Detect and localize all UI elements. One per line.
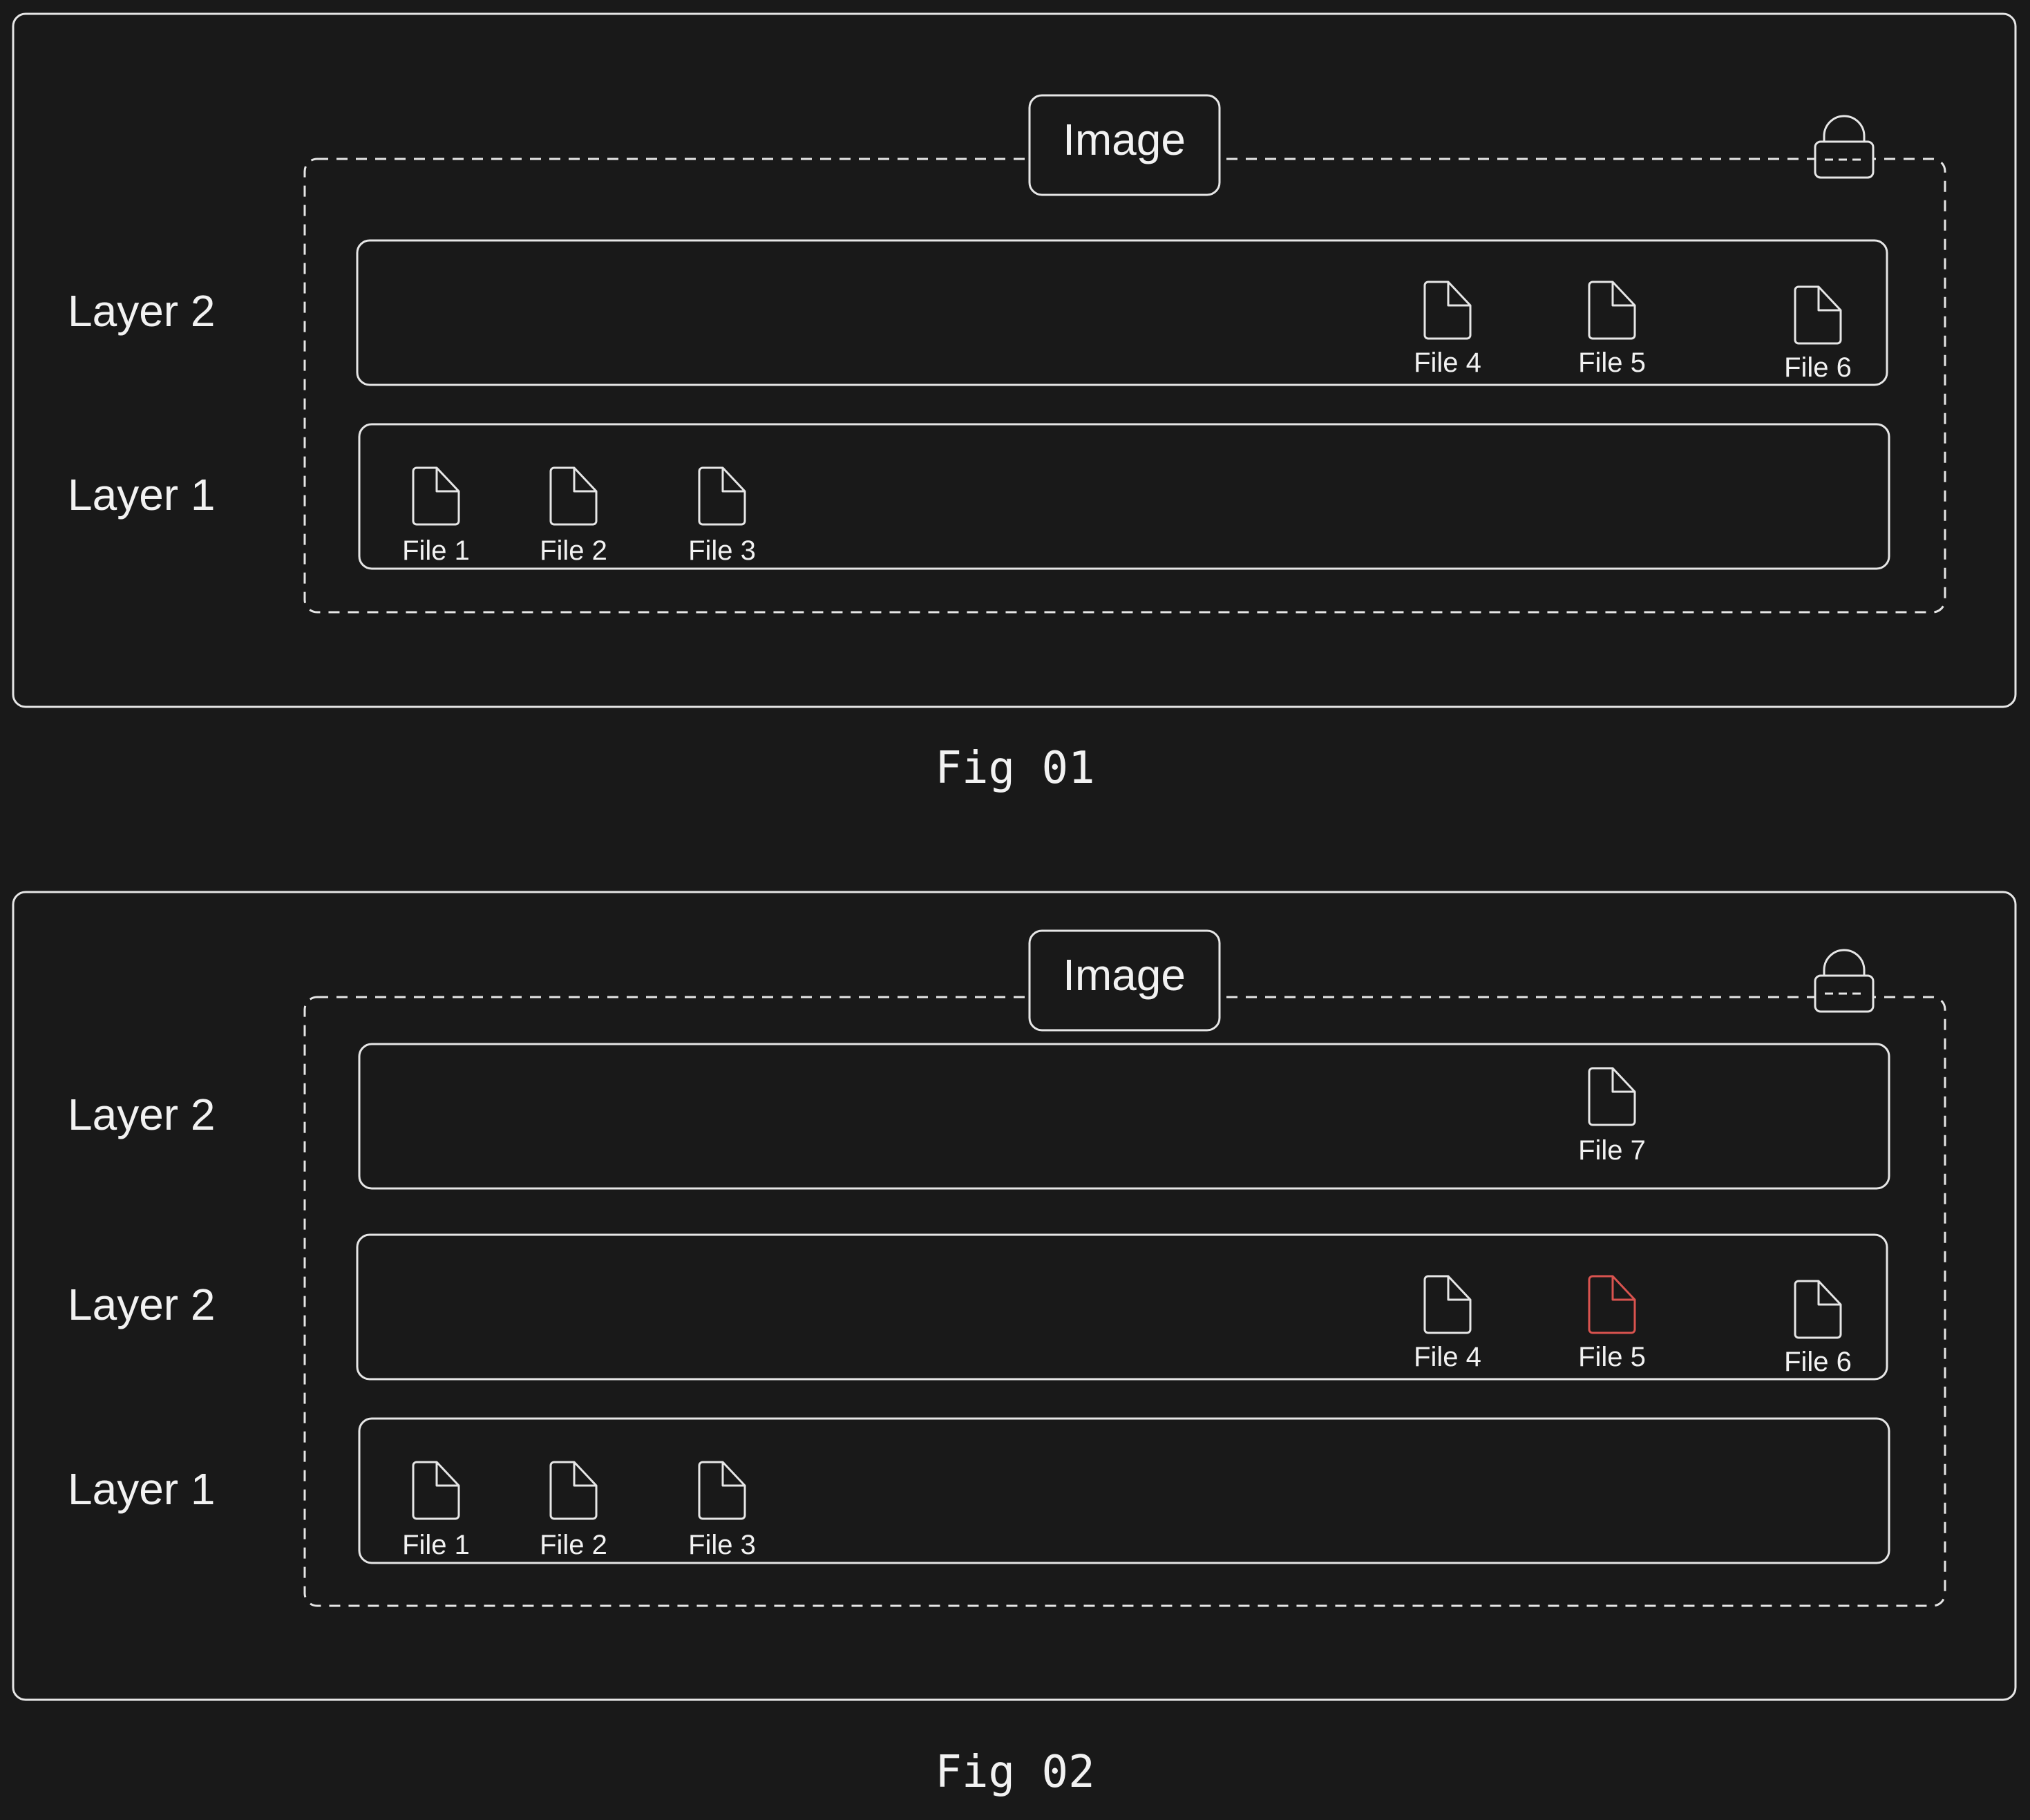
layer-box xyxy=(356,1233,1888,1381)
file-icon xyxy=(698,1461,746,1520)
file-item[interactable]: File 4 xyxy=(1414,281,1481,378)
layer-label: Layer 1 xyxy=(68,470,215,520)
layer-box xyxy=(358,1417,1890,1564)
file-label: File 5 xyxy=(1578,348,1646,378)
file-item-highlighted[interactable]: File 5 xyxy=(1578,1275,1646,1372)
file-label: File 4 xyxy=(1414,348,1481,378)
file-label: File 3 xyxy=(688,535,756,566)
file-item[interactable]: File 2 xyxy=(540,466,607,566)
figure-1: Image Layer 2 Layer 1 File 4 File 5 File… xyxy=(12,12,2017,794)
file-icon xyxy=(549,1461,598,1520)
file-icon xyxy=(1588,1067,1636,1126)
file-icon xyxy=(1423,1275,1472,1334)
image-label-background xyxy=(1028,94,1221,196)
file-label: File 1 xyxy=(402,1530,470,1560)
file-label: File 7 xyxy=(1578,1135,1646,1166)
layer-box xyxy=(358,423,1890,570)
file-label: File 4 xyxy=(1414,1342,1481,1372)
file-label: File 2 xyxy=(540,1530,607,1560)
figure-2: Image Layer 2 Layer 2 Layer 1 File 7 Fil… xyxy=(12,891,2017,1798)
figure-caption: Fig 01 xyxy=(935,743,1094,794)
file-item[interactable]: File 7 xyxy=(1578,1067,1646,1166)
file-label: File 2 xyxy=(540,535,607,566)
figure-caption: Fig 02 xyxy=(935,1747,1094,1798)
layer-box xyxy=(356,239,1888,386)
file-icon xyxy=(1794,285,1842,345)
file-item[interactable]: File 1 xyxy=(402,1461,470,1560)
file-icon xyxy=(549,466,598,526)
file-icon xyxy=(698,466,746,526)
figure-2-frame xyxy=(12,891,2017,1701)
image-label: Image xyxy=(1063,115,1186,164)
image-container-outline xyxy=(303,996,1946,1607)
layer-label: Layer 1 xyxy=(68,1464,215,1514)
file-label: File 5 xyxy=(1578,1342,1646,1372)
file-icon xyxy=(1794,1280,1842,1339)
file-icon xyxy=(1423,281,1472,340)
image-label: Image xyxy=(1063,950,1186,1000)
file-icon xyxy=(1588,281,1636,340)
file-label: File 3 xyxy=(688,1530,756,1560)
image-container-outline xyxy=(303,158,1946,614)
file-icon xyxy=(412,466,460,526)
file-item[interactable]: File 3 xyxy=(688,466,756,566)
image-label-box: Image xyxy=(1028,94,1221,196)
file-label: File 6 xyxy=(1784,1347,1852,1377)
file-item[interactable]: File 2 xyxy=(540,1461,607,1560)
layer-label: Layer 2 xyxy=(68,1280,215,1329)
file-item[interactable]: File 1 xyxy=(402,466,470,566)
layer-label: Layer 2 xyxy=(68,286,215,336)
file-icon xyxy=(412,1461,460,1520)
figure-1-frame xyxy=(12,12,2017,708)
lock-icon xyxy=(1814,949,1875,1013)
file-item[interactable]: File 6 xyxy=(1784,285,1852,383)
file-label: File 6 xyxy=(1784,352,1852,383)
layer-label: Layer 2 xyxy=(68,1090,215,1139)
file-label: File 1 xyxy=(402,535,470,566)
layer-box xyxy=(358,1043,1890,1190)
file-item[interactable]: File 3 xyxy=(688,1461,756,1560)
file-item[interactable]: File 4 xyxy=(1414,1275,1481,1372)
file-item[interactable]: File 5 xyxy=(1578,281,1646,378)
image-label-box: Image xyxy=(1028,929,1221,1032)
image-label-background xyxy=(1028,929,1221,1032)
file-item[interactable]: File 6 xyxy=(1784,1280,1852,1377)
lock-icon xyxy=(1814,115,1875,179)
file-icon xyxy=(1588,1275,1636,1334)
